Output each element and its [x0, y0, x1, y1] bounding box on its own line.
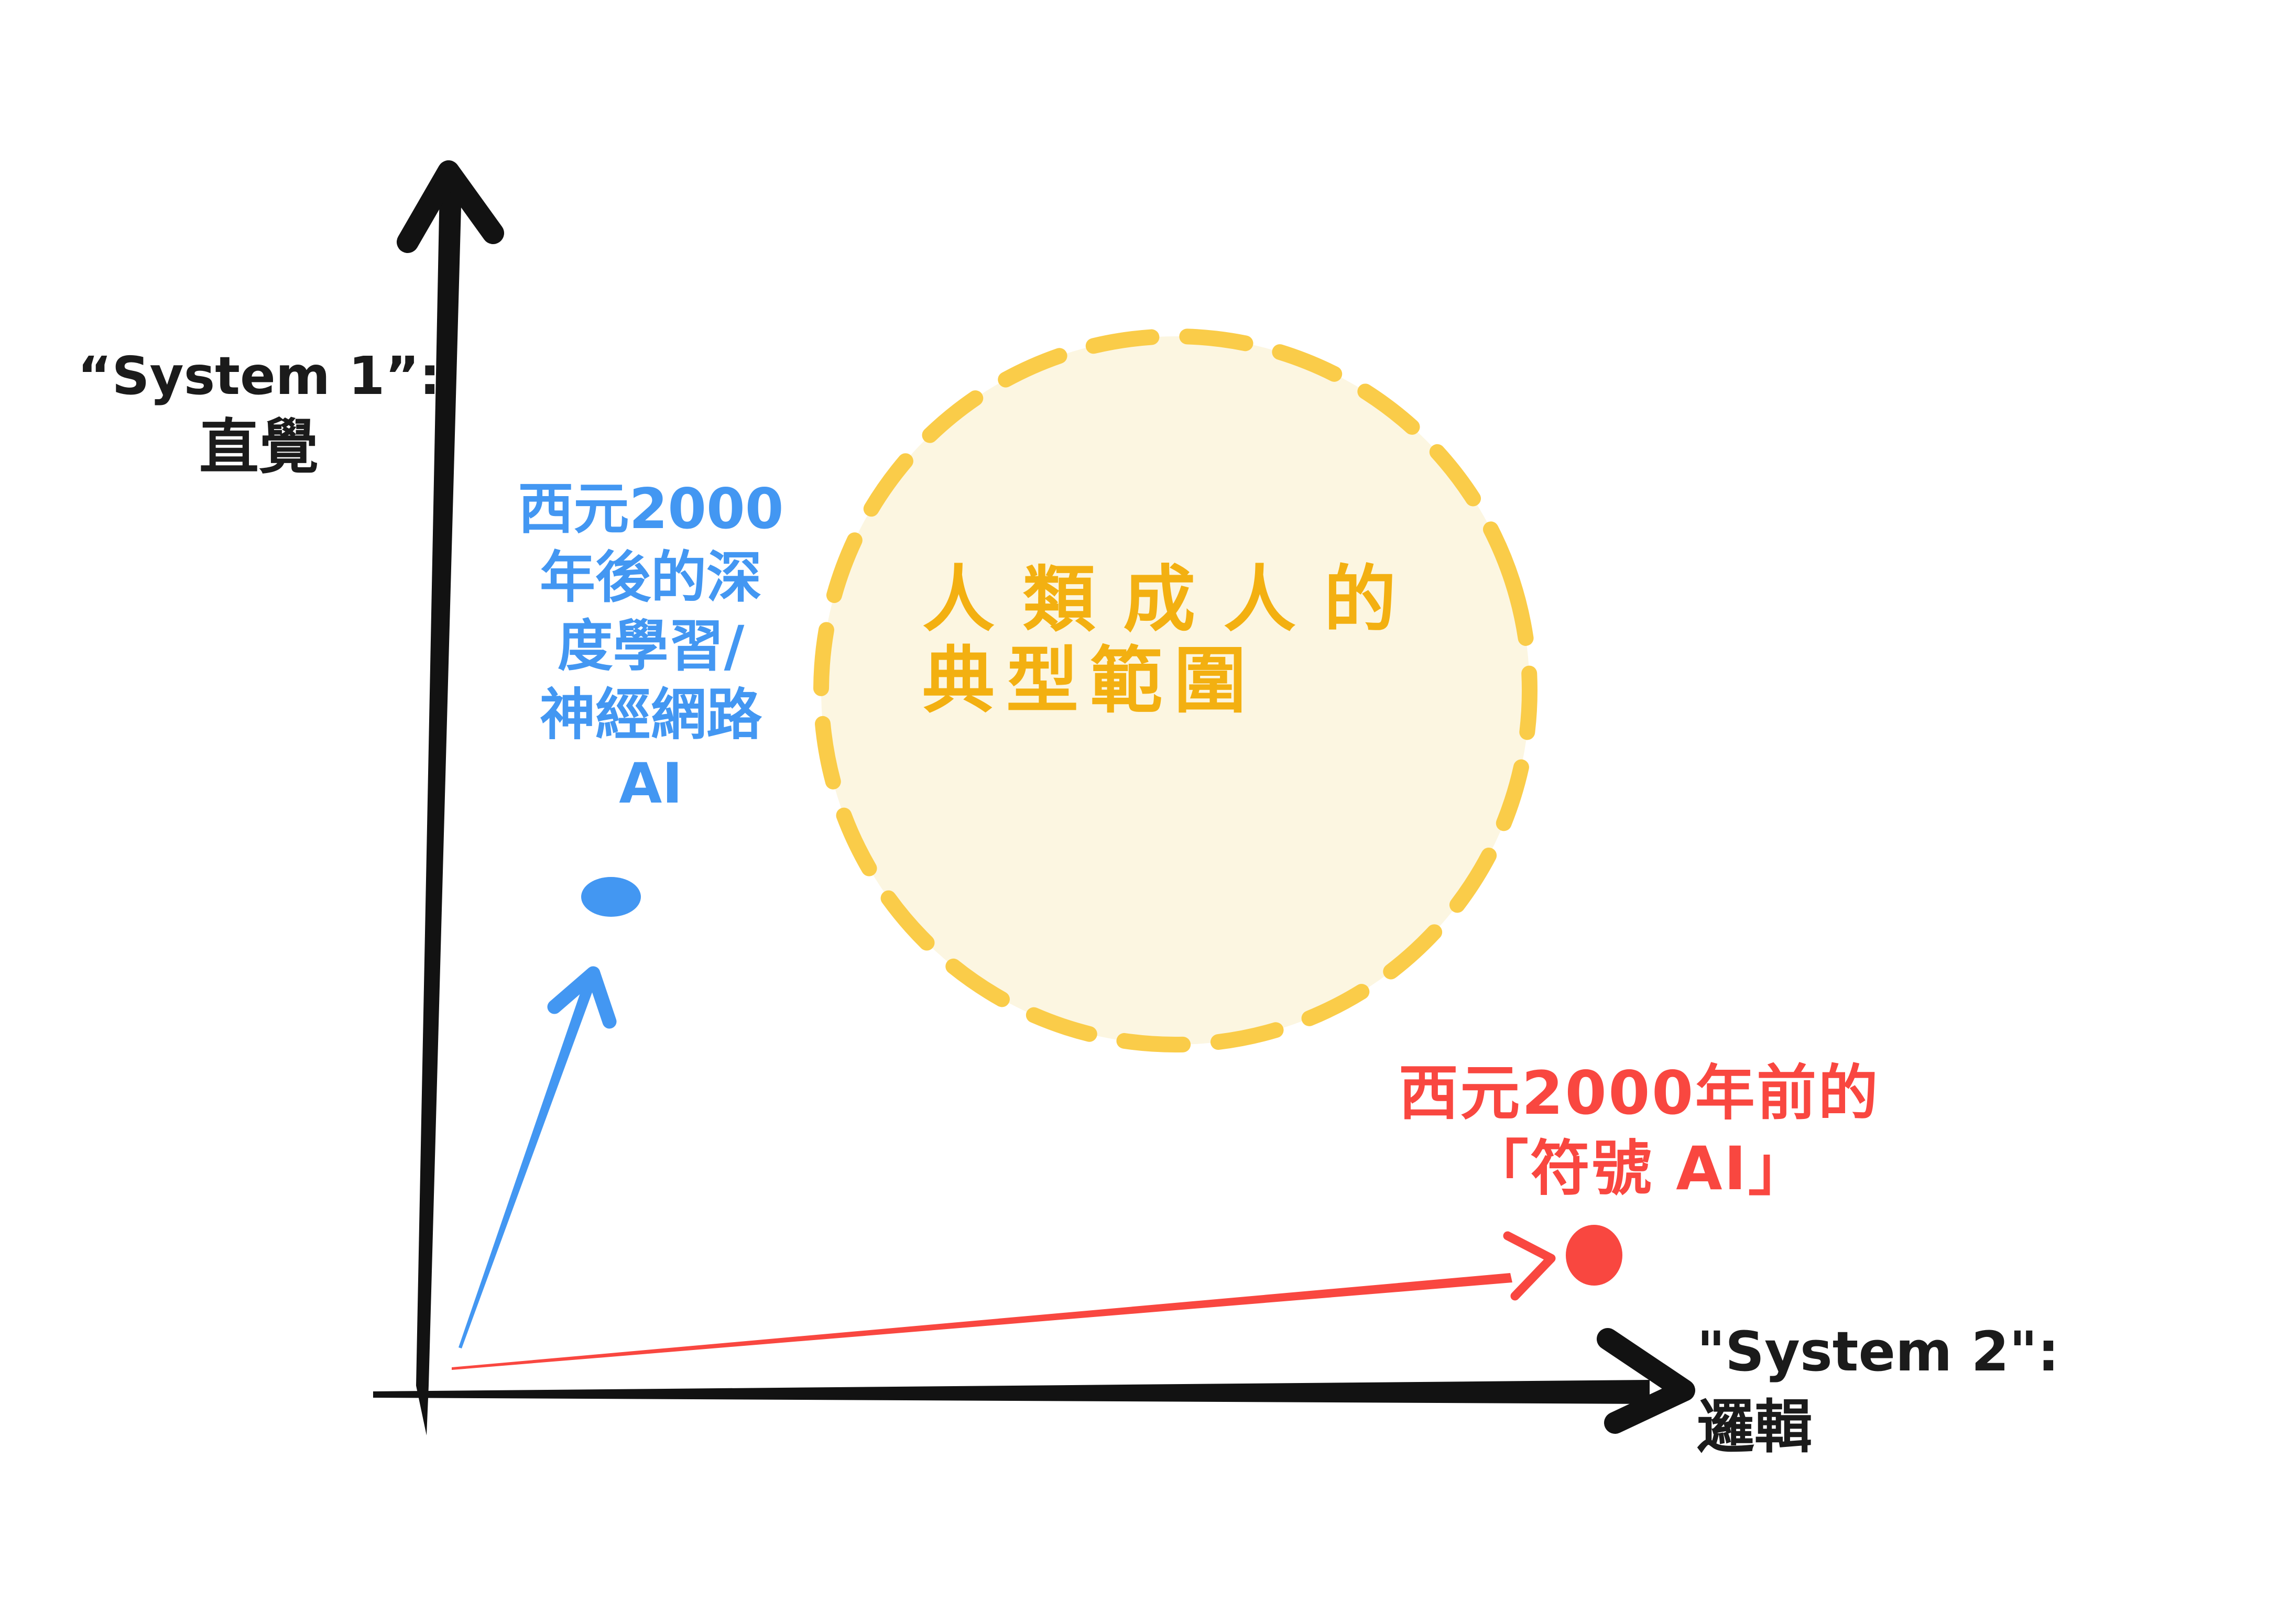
- symbolic-ai-group: 西元2000年前的 「符號 AI」: [452, 1058, 1880, 1370]
- human-range-group: 人 類 成 人 的 典型範圍: [813, 328, 1537, 1052]
- y-axis-group: “System 1”: 直覺: [78, 160, 504, 1435]
- symbolic-ai-point: [1566, 1225, 1622, 1286]
- symbolic-ai-arrowhead-icon: [1503, 1231, 1556, 1301]
- deep-learning-label-line3: 度學習/: [558, 614, 745, 678]
- x-axis-line: [373, 1380, 1650, 1404]
- human-range-label-line1: 人 類 成 人 的: [922, 557, 1398, 642]
- deep-learning-point: [581, 877, 641, 917]
- symbolic-ai-label: 西元2000年前的 「符號 AI」: [1399, 1058, 1880, 1203]
- x-axis-group: "System 2": 邏輯: [373, 1320, 2059, 1461]
- deep-learning-label-line4: 神經網路: [540, 683, 762, 747]
- symbolic-ai-arrow-shaft: [452, 1273, 1512, 1370]
- x-axis-label-system2: "System 2":: [1697, 1320, 2059, 1384]
- deep-learning-arrowhead-icon: [547, 966, 617, 1029]
- human-range-label-line2: 典型範圍: [922, 639, 1258, 723]
- symbolic-ai-label-line1: 西元2000年前的: [1399, 1058, 1880, 1128]
- human-range-circle-dashed-border: [813, 328, 1537, 1052]
- deep-learning-label: 西元2000 年後的深 度學習/ 神經網路 AI: [518, 477, 783, 816]
- x-axis-arrowhead-icon: [1597, 1328, 1695, 1434]
- deep-learning-label-line2: 年後的深: [540, 545, 762, 610]
- x-axis-label-logic: 邏輯: [1697, 1393, 1812, 1461]
- y-axis-line: [416, 188, 462, 1435]
- deep-learning-arrow-shaft: [459, 980, 595, 1348]
- y-axis-label-intuition: 直覺: [199, 412, 319, 482]
- deep-learning-label-line1: 西元2000: [518, 477, 783, 541]
- deep-learning-label-line5: AI: [619, 751, 682, 816]
- symbolic-ai-label-line2: 「符號 AI」: [1469, 1134, 1809, 1203]
- y-axis-arrowhead-icon: [397, 160, 504, 253]
- y-axis-label-system1: “System 1”:: [78, 345, 440, 407]
- deep-learning-group: 西元2000 年後的深 度學習/ 神經網路 AI: [459, 477, 784, 1348]
- human-range-circle-fill: [821, 336, 1530, 1045]
